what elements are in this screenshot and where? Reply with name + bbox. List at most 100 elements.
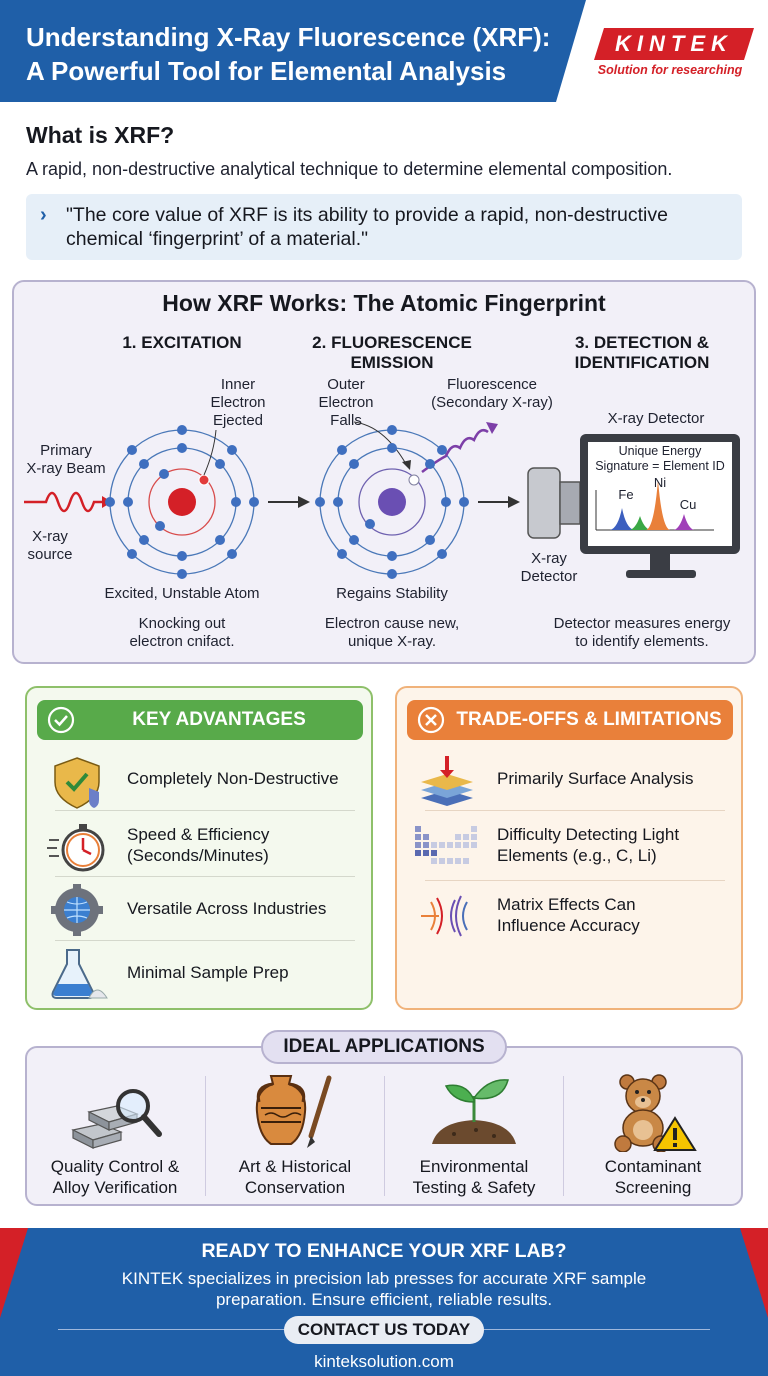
- logo-wordmark: KINTEK: [615, 31, 733, 56]
- divider: [55, 876, 355, 877]
- periodic-table-icon: [415, 826, 477, 864]
- xray-source-label: X-ray source: [16, 528, 84, 564]
- fluor-line-1: Fluorescence: [446, 376, 538, 393]
- application-4-line-2: Screening: [614, 1178, 692, 1197]
- application-3-line-2: Testing & Safety: [412, 1178, 536, 1197]
- application-2-line-1: Art & Historical: [238, 1157, 352, 1176]
- caption-1: Knocking out electron cnifact.: [82, 615, 282, 651]
- detector-side-label: X-ray Detector: [512, 550, 586, 586]
- how-xrf-works-title: How XRF Works: The Atomic Fingerprint: [162, 290, 606, 316]
- limitation-text: Matrix Effects Can Influence Accuracy: [497, 894, 640, 936]
- footer-background: [0, 1228, 768, 1376]
- application-label: Contaminant Screening: [564, 1156, 742, 1198]
- layers-icon: [421, 756, 473, 806]
- flask-icon: [51, 949, 108, 999]
- caption-1-line-2: electron cnifact.: [129, 633, 235, 650]
- limitation-2-line-1: Difficulty Detecting Light: [497, 825, 680, 844]
- caption-3-line-1: Detector measures energy: [553, 615, 731, 632]
- outer-electron-label: Outer Electron Falls: [310, 376, 382, 430]
- primary-xray-wave: [24, 491, 102, 513]
- chevron-right-icon: ›: [40, 204, 47, 226]
- step-3-line-2: IDENTIFICATION: [574, 353, 710, 372]
- application-label: Quality Control & Alloy Verification: [26, 1156, 204, 1198]
- primary-beam-label: Primary X-ray Beam: [18, 442, 114, 478]
- fluorescence-wave: [421, 429, 489, 474]
- step-1-line-1: 1. EXCITATION: [122, 333, 242, 352]
- advantage-text: Minimal Sample Prep: [127, 962, 289, 983]
- quote-text: "The core value of XRF is its ability to…: [66, 203, 736, 251]
- state-2-label: Regains Stability: [336, 585, 448, 602]
- application-quality-control: Quality Control & Alloy Verification: [26, 1072, 204, 1202]
- application-3-line-1: Environmental: [419, 1157, 529, 1176]
- source-line-1: X-ray: [32, 528, 68, 545]
- inner-line-1: Inner: [220, 376, 256, 393]
- screen-caption: Unique Energy Signature = Element ID: [588, 444, 732, 474]
- application-2-line-2: Conservation: [244, 1178, 346, 1197]
- nucleus-red: [168, 488, 196, 516]
- application-art-conservation: Art & Historical Conservation: [206, 1072, 384, 1202]
- sound-waves-icon: [421, 895, 468, 937]
- arrow-1-head-icon: [298, 496, 310, 508]
- step-fluorescence-emission: 2. FLUORESCENCE EMISSION: [296, 333, 488, 373]
- primary-beam-line-1: Primary: [40, 442, 92, 459]
- teddy-warning-icon: [614, 1074, 697, 1152]
- step-3-line-1: 3. DETECTION &: [574, 333, 710, 352]
- caption-2-line-1: Electron cause new,: [324, 615, 460, 632]
- application-contaminant-screening: Contaminant Screening: [564, 1072, 742, 1202]
- limitations-heading: TRADE-OFFS & LIMITATIONS: [456, 709, 722, 730]
- kintek-logo[interactable]: KINTEK Solution for researching: [586, 28, 754, 80]
- caption-1-line-1: Knocking out: [138, 615, 226, 632]
- footer-banner: READY TO ENHANCE YOUR XRF LAB? KINTEK sp…: [0, 1228, 768, 1376]
- caption-3: Detector measures energy to identify ele…: [530, 615, 754, 651]
- advantages-header: KEY ADVANTAGES: [37, 700, 363, 740]
- step-2-line-1: 2. FLUORESCENCE: [312, 333, 472, 352]
- divider: [55, 940, 355, 941]
- what-is-xrf-description: A rapid, non-destructive analytical tech…: [26, 159, 673, 179]
- inner-electron-label: Inner Electron Ejected: [196, 376, 280, 430]
- what-is-xrf-heading: What is XRF?: [26, 122, 175, 148]
- limitations-panel: TRADE-OFFS & LIMITATIONS Primarily Surfa…: [395, 686, 743, 1010]
- application-environmental: Environmental Testing & Safety: [385, 1072, 563, 1202]
- xray-detector-icon: [527, 467, 581, 539]
- screen-line-2: Signature = Element ID: [595, 459, 725, 473]
- monitor-icon: [580, 434, 740, 578]
- limitation-1-line-1: Primarily Surface Analysis: [497, 769, 694, 788]
- footer-line-1: KINTEK specializes in precision lab pres…: [121, 1269, 647, 1288]
- sprout-soil-icon: [432, 1079, 516, 1144]
- advantage-2-line-1: Speed & Efficiency: [127, 825, 270, 844]
- quote-line-2: chemical ‘fingerprint’ of a material.": [66, 228, 369, 250]
- detector-top-label: X-ray Detector: [607, 410, 705, 427]
- peak-label-cu: Cu: [679, 497, 697, 512]
- contact-us-button[interactable]: CONTACT US TODAY: [284, 1316, 484, 1344]
- quote-line-1: "The core value of XRF is its ability to…: [66, 204, 668, 226]
- column-divider: [563, 1076, 564, 1196]
- limitation-2-line-2: Elements (e.g., C, Li): [497, 846, 657, 865]
- advantage-text: Versatile Across Industries: [127, 898, 326, 919]
- advantage-2-line-2: (Seconds/Minutes): [127, 846, 269, 865]
- divider: [55, 810, 355, 811]
- page-title: Understanding X-Ray Fluorescence (XRF): …: [26, 20, 566, 88]
- fluor-line-2: (Secondary X-ray): [431, 394, 553, 411]
- advantage-3-line-1: Versatile Across Industries: [127, 899, 327, 918]
- divider: [425, 880, 725, 881]
- limitation-3-line-1: Matrix Effects Can: [497, 895, 636, 914]
- gear-globe-icon: [51, 884, 103, 936]
- source-line-2: source: [27, 546, 73, 563]
- website-link[interactable]: kinteksolution.com: [314, 1352, 454, 1371]
- advantage-text: Completely Non-Destructive: [127, 768, 339, 789]
- limitation-text: Difficulty Detecting Light Elements (e.g…: [497, 824, 679, 866]
- stopwatch-icon: [47, 824, 105, 872]
- inner-line-3: Ejected: [212, 412, 264, 429]
- amphora-brush-icon: [255, 1075, 332, 1148]
- xrf-process-diagram: [24, 421, 740, 579]
- advantage-1-line-1: Completely Non-Destructive: [127, 769, 339, 788]
- application-4-line-1: Contaminant: [604, 1157, 702, 1176]
- step-excitation: 1. EXCITATION: [92, 333, 272, 353]
- footer-description: KINTEK specializes in precision lab pres…: [80, 1268, 688, 1310]
- advantages-heading: KEY ADVANTAGES: [132, 709, 306, 730]
- divider: [425, 810, 725, 811]
- outer-pointer-line: [353, 421, 407, 465]
- stable-atom: [315, 421, 498, 579]
- step-2-line-2: EMISSION: [350, 353, 434, 372]
- outer-line-3: Falls: [330, 412, 362, 429]
